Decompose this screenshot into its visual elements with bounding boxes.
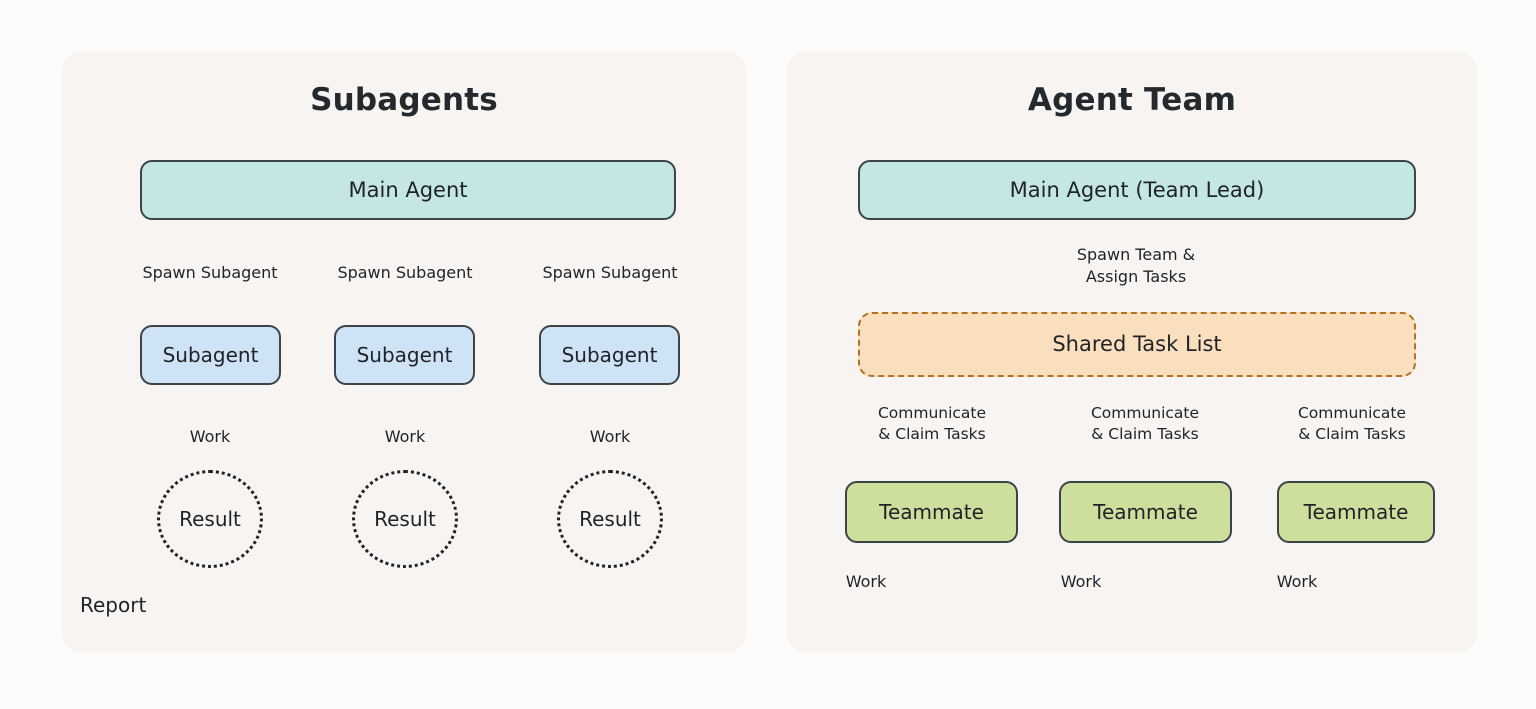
node-teammate-1[interactable]: Teammate — [845, 481, 1018, 543]
panel-title-agent-team: Agent Team — [1027, 82, 1237, 118]
node-subagent-1[interactable]: Subagent — [140, 325, 281, 385]
node-result-3: Result — [557, 470, 663, 568]
edge-label-spawn-subagent-2: Spawn Subagent — [337, 263, 473, 282]
edge-label-communicate-1: Communicate & Claim Tasks — [877, 404, 987, 443]
edge-label-report: Report — [80, 593, 147, 617]
edge-label-work-2: Work — [384, 427, 426, 446]
node-subagent-2[interactable]: Subagent — [334, 325, 475, 385]
edge-label-teammate-work-2: Work — [1046, 571, 1116, 593]
panel-title-subagents: Subagents — [310, 82, 498, 118]
edge-label-communicate-3: Communicate & Claim Tasks — [1297, 404, 1407, 443]
node-shared-task-list[interactable]: Shared Task List — [858, 312, 1416, 377]
node-teammate-2[interactable]: Teammate — [1059, 481, 1232, 543]
node-main-agent[interactable]: Main Agent — [140, 160, 676, 220]
node-teammate-3[interactable]: Teammate — [1277, 481, 1435, 543]
node-team-lead[interactable]: Main Agent (Team Lead) — [858, 160, 1416, 220]
node-result-1: Result — [157, 470, 263, 568]
node-subagent-3[interactable]: Subagent — [539, 325, 680, 385]
edge-label-work-1: Work — [189, 427, 231, 446]
edge-label-work-3: Work — [589, 427, 631, 446]
edge-label-spawn-team: Spawn Team & Assign Tasks — [1076, 245, 1196, 286]
edge-label-teammate-work-1: Work — [831, 571, 901, 593]
edge-label-teammate-work-3: Work — [1262, 571, 1332, 593]
edge-label-spawn-subagent-3: Spawn Subagent — [542, 263, 678, 282]
node-result-2: Result — [352, 470, 458, 568]
edge-label-spawn-subagent-1: Spawn Subagent — [142, 263, 278, 282]
edge-label-communicate-2: Communicate & Claim Tasks — [1090, 404, 1200, 443]
